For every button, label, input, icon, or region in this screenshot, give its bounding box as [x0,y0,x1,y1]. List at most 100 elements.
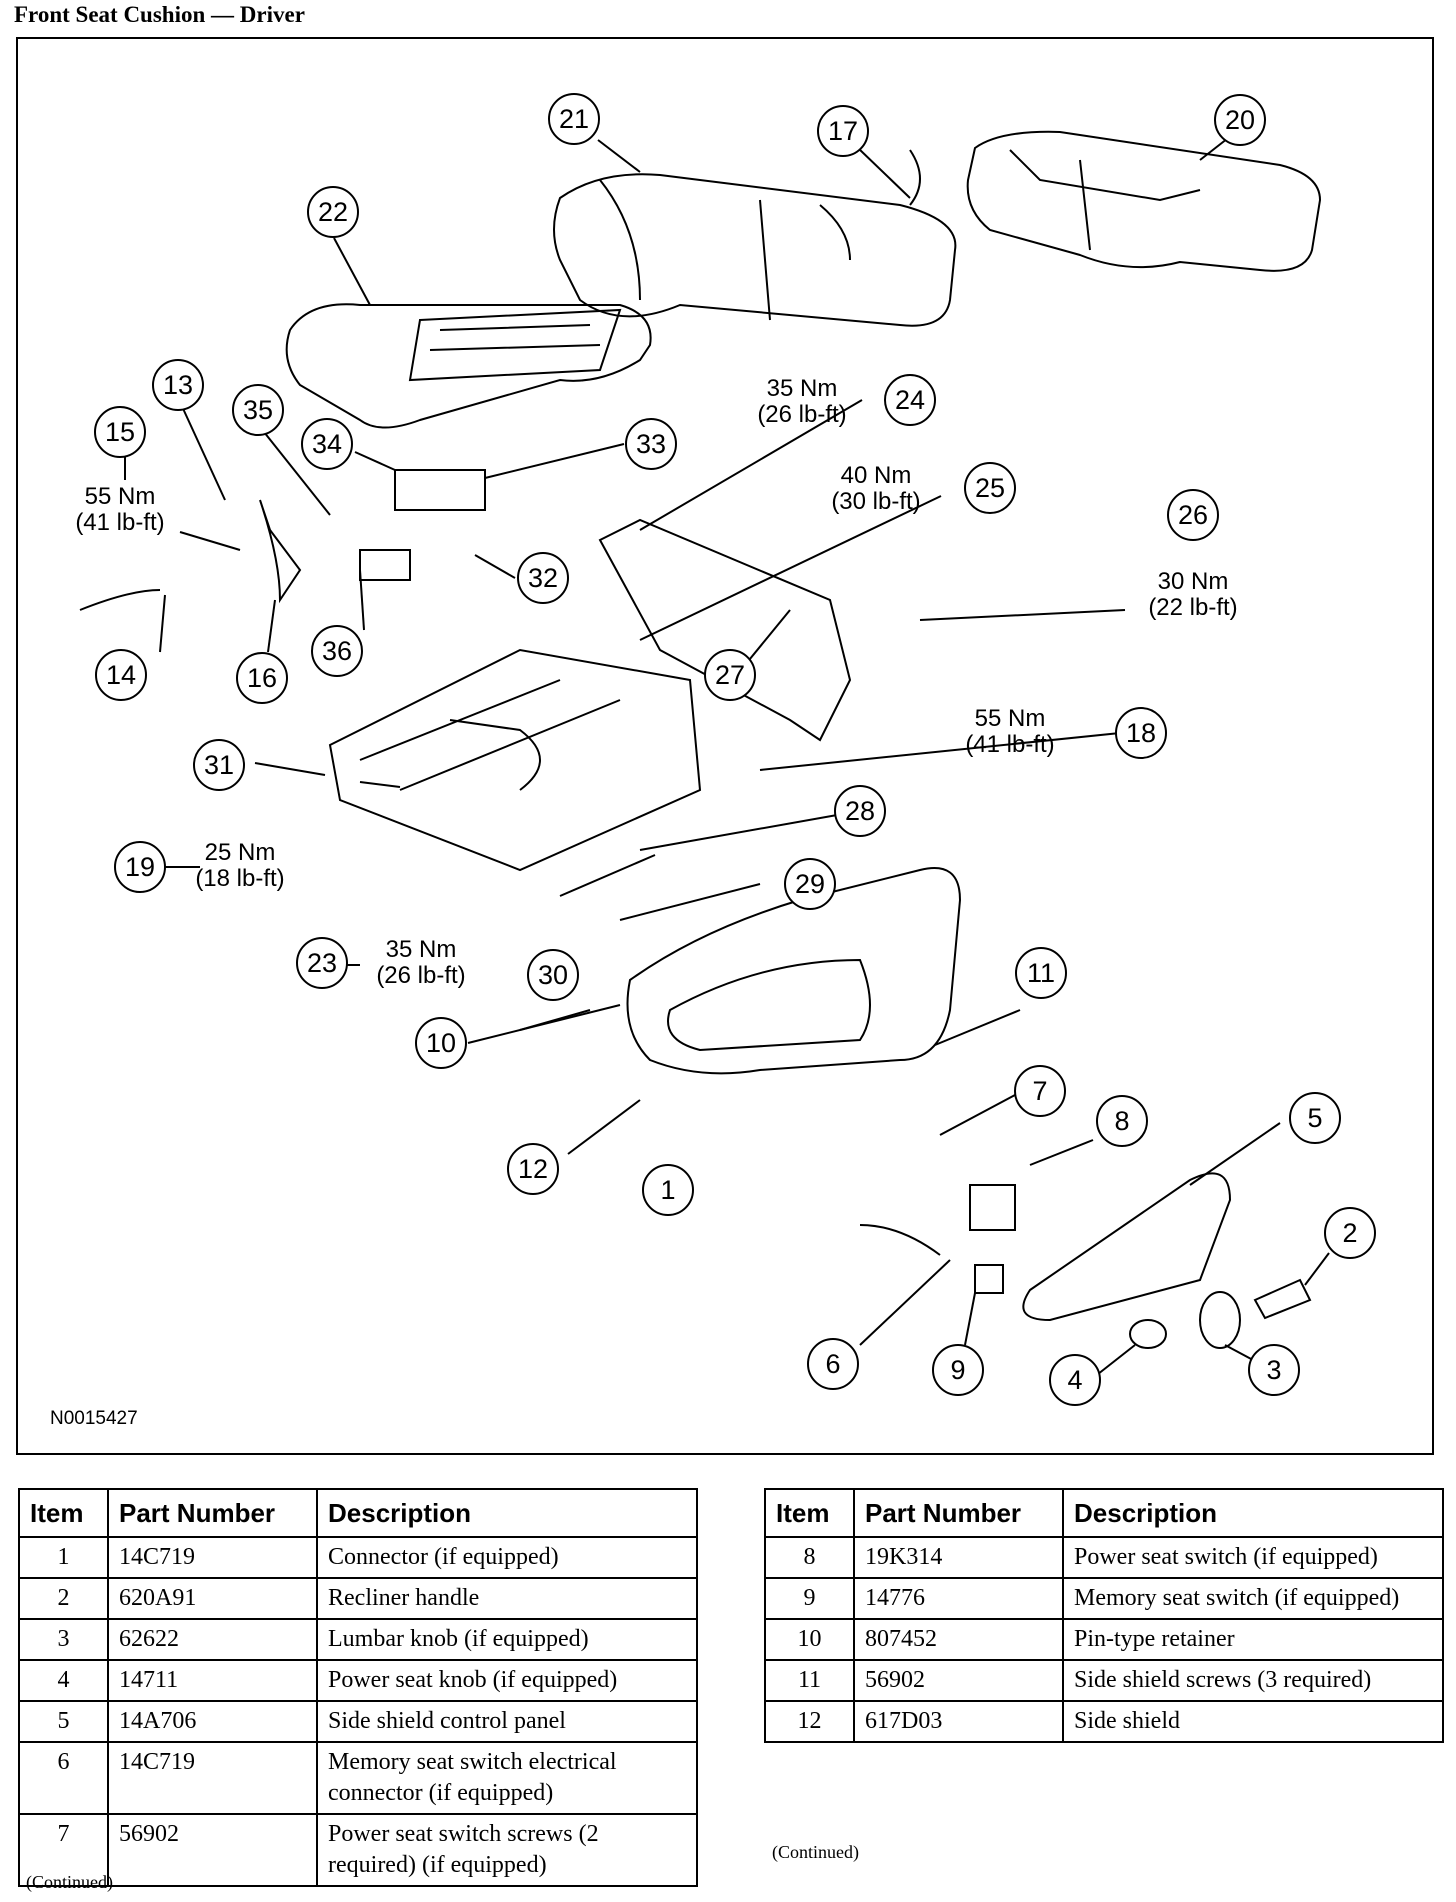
module-34-illustration [394,469,486,511]
item-cell: 4 [18,1659,109,1702]
part-number-cell: 14711 [107,1659,318,1702]
callout-number: 15 [105,417,135,447]
callout-31: 31 [193,739,245,791]
description-cell: Recliner handle [316,1577,698,1620]
callout-12: 12 [507,1143,559,1195]
callout-16: 16 [236,652,288,704]
seat-track-illustration [328,648,702,872]
torque-spec: 25 Nm(18 lb-ft) [195,839,284,892]
callout-number: 9 [950,1355,965,1385]
item-cell: 3 [18,1618,109,1661]
control-panel-illustration [1022,1172,1232,1322]
item-cell: 8 [764,1536,855,1579]
callout-6: 6 [807,1338,859,1390]
callout-10: 10 [415,1017,467,1069]
recliner-handle-illustration [1253,1278,1312,1320]
callout-23: 23 [296,937,348,989]
seat-cover-illustration [966,130,1322,272]
callout-4: 4 [1049,1354,1101,1406]
part-number-cell: 14A706 [107,1700,318,1743]
item-cell: 10 [764,1618,855,1661]
part-number-cell: 14776 [853,1577,1064,1620]
callout-30: 30 [527,949,579,1001]
svg-text:25 Nm: 25 Nm [205,839,276,866]
svg-text:(30 lb-ft): (30 lb-ft) [831,488,920,515]
seat-cushion-pad-illustration [553,173,957,327]
callout-26: 26 [1167,489,1219,541]
description-cell: Connector (if equipped) [316,1536,698,1579]
callout-number: 19 [125,852,155,882]
svg-text:40 Nm: 40 Nm [841,462,912,489]
col-header-description: Description [316,1488,698,1538]
knob-4-illustration [1129,1319,1167,1349]
callout-number: 32 [528,563,558,593]
part-number-cell: 19K314 [853,1536,1064,1579]
callout-13: 13 [152,359,204,411]
svg-text:35 Nm: 35 Nm [386,936,457,963]
callout-24: 24 [884,374,936,426]
callout-number: 25 [975,473,1005,503]
callout-number: 31 [204,750,234,780]
item-cell: 5 [18,1700,109,1743]
callout-19: 19 [114,841,166,893]
callout-number: 12 [518,1154,548,1184]
knob-3-illustration [1199,1291,1241,1349]
callout-5: 5 [1289,1092,1341,1144]
continued-note-right: (Continued) [772,1842,859,1862]
svg-text:35 Nm: 35 Nm [767,375,838,402]
callout-number: 3 [1266,1355,1281,1385]
callout-number: 13 [163,370,193,400]
recliner-bracket-illustration [598,518,852,742]
callout-number: 18 [1126,718,1156,748]
description-cell: Lumbar knob (if equipped) [316,1618,698,1661]
cushion-frame-illustration [285,303,652,429]
torque-spec: 40 Nm(30 lb-ft) [831,462,920,515]
switch-9-illustration [974,1264,1004,1294]
callout-9: 9 [932,1344,984,1396]
callout-27: 27 [704,649,756,701]
callout-number: 30 [538,960,568,990]
torque-specs: 35 Nm(26 lb-ft) 40 Nm(30 lb-ft) 30 Nm(22… [75,375,1237,989]
callout-number: 33 [636,429,666,459]
col-header-part-number: Part Number [107,1488,318,1538]
callout-number: 27 [715,660,745,690]
part-number-cell: 14C719 [107,1741,318,1815]
callouts: 1 2 3 4 5 6 7 8 9 10 11 12 13 14 15 16 1… [94,93,1376,1406]
callout-number: 10 [426,1028,456,1058]
description-cell: Memory seat switch (if equipped) [1062,1577,1444,1620]
svg-text:(41 lb-ft): (41 lb-ft) [75,509,164,536]
recliner-lever-illustration [259,499,302,604]
part-number-cell: 56902 [853,1659,1064,1702]
callout-28: 28 [834,785,886,837]
callout-number: 5 [1307,1103,1322,1133]
item-cell: 12 [764,1700,855,1743]
callout-11: 11 [1015,947,1067,999]
torque-spec: 55 Nm(41 lb-ft) [75,483,164,536]
callout-2: 2 [1324,1207,1376,1259]
item-cell: 7 [18,1813,109,1887]
table-header-row: Item Part Number Description [18,1488,698,1538]
item-cell: 6 [18,1741,109,1815]
exploded-parts-diagram: 1 2 3 4 5 6 7 8 9 10 11 12 13 14 15 16 1… [50,93,1376,1429]
callout-32: 32 [517,552,569,604]
svg-text:(26 lb-ft): (26 lb-ft) [376,962,465,989]
diagram-frame [16,37,1434,1455]
item-cell: 2 [18,1577,109,1620]
callout-number: 24 [895,385,925,415]
svg-text:(41 lb-ft): (41 lb-ft) [965,731,1054,758]
col-header-part-number: Part Number [853,1488,1064,1538]
callout-17: 17 [817,105,869,157]
figure-id: N0015427 [50,1408,138,1429]
torque-spec: 55 Nm(41 lb-ft) [965,705,1054,758]
callout-33: 33 [625,418,677,470]
